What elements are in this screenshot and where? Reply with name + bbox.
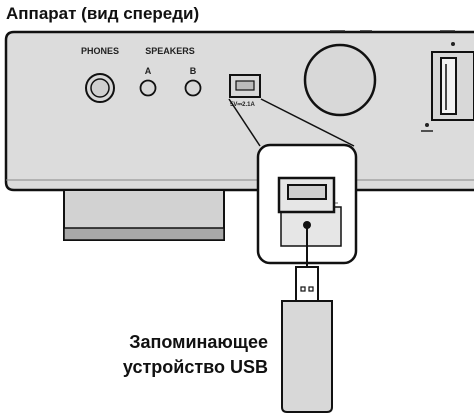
usb-stick-body <box>281 300 333 413</box>
slider-top-dot <box>451 42 455 46</box>
phones-label: PHONES <box>81 46 119 56</box>
usb-stick-connector <box>295 266 319 302</box>
usb-stick-contact-right <box>308 286 314 292</box>
zoom-line-left <box>228 98 261 147</box>
slider-min-dot <box>425 123 429 127</box>
speakers-label: SPEAKERS <box>145 46 195 56</box>
callout-panel-inset <box>280 206 342 247</box>
speaker-a-label: A <box>145 66 152 76</box>
speaker-a-button <box>139 79 157 97</box>
usb-port-tongue <box>235 80 255 91</box>
connection-dot <box>303 221 311 229</box>
phones-jack-inner <box>90 78 110 98</box>
amplifier-panel <box>4 30 474 192</box>
caption-line-2: устройство USB <box>122 357 268 377</box>
diagram-title: Аппарат (вид спереди) <box>6 4 200 23</box>
usb-port-zoomed-tongue <box>287 184 327 200</box>
usb-storage-caption: Запоминающее устройство USB <box>68 330 268 380</box>
input-knob <box>303 43 377 117</box>
zoom-line-right <box>260 98 355 147</box>
speaker-b-label: B <box>190 66 197 76</box>
foot-lower-band <box>63 227 225 241</box>
caption-line-1: Запоминающее <box>129 332 268 352</box>
speaker-b-button <box>184 79 202 97</box>
slider-track <box>440 57 457 115</box>
usb-rating-label: 5V⎓2.1A <box>230 102 255 108</box>
usb-stick-contact-left <box>300 286 306 292</box>
